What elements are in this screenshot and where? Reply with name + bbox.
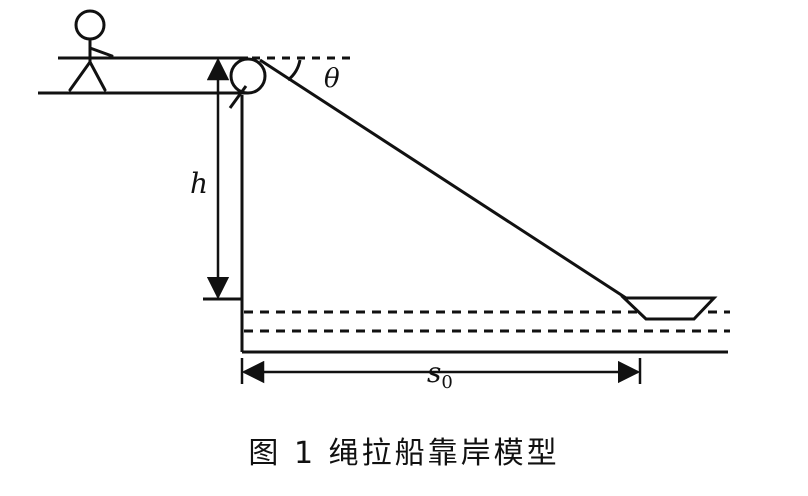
distance-label-subscript: 0 (441, 372, 452, 393)
person-leg-back (68, 60, 92, 92)
person-head (74, 9, 106, 41)
distance-label-main: s (427, 356, 441, 389)
pulley-support (228, 85, 248, 109)
rope (259, 58, 627, 300)
figure-caption: 图 1 绳拉船靠岸模型 (248, 436, 560, 471)
angle-theta-label: θ (324, 64, 340, 94)
pulley-icon (229, 57, 267, 95)
person-figure (68, 9, 114, 92)
boat (620, 296, 718, 321)
person-arm (88, 46, 114, 58)
rope-boat-diagram: θ h s0 (38, 9, 730, 393)
distance-label: s0 (427, 356, 453, 393)
height-label: h (190, 167, 208, 200)
angle-arc (287, 59, 302, 82)
person-leg-front (88, 60, 107, 92)
